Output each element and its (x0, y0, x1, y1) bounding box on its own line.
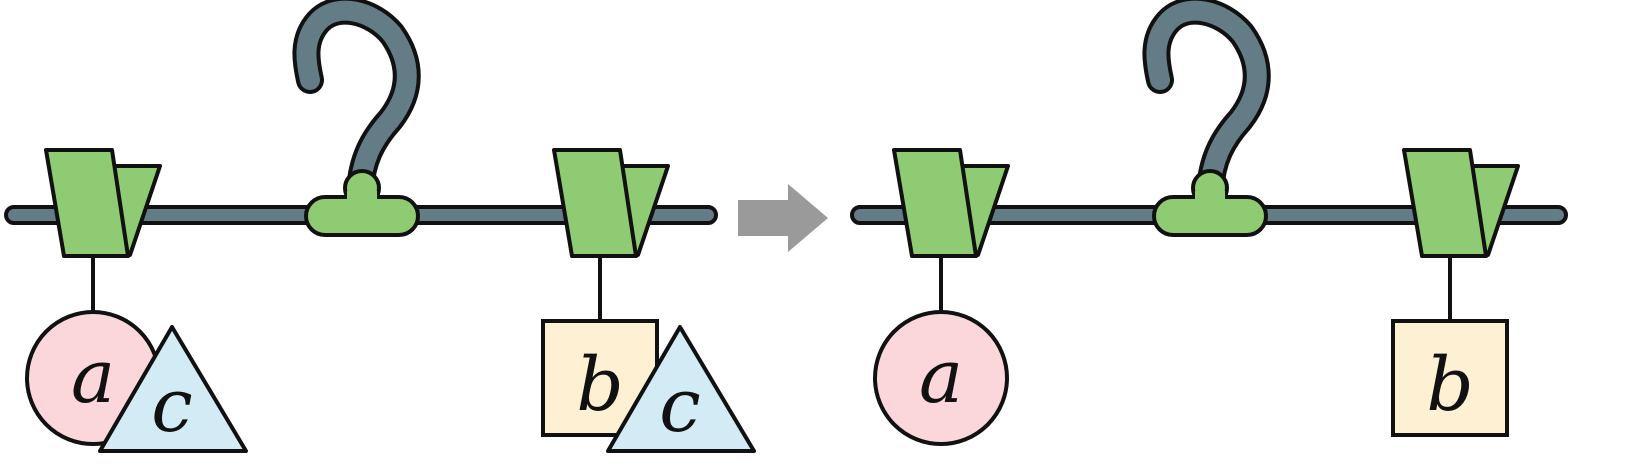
clip-icon-left-1 (44, 148, 162, 258)
triangle-c-left (98, 325, 248, 453)
label-c-before-1: c (151, 363, 192, 449)
clip-icon-right-2 (1402, 148, 1520, 258)
circle-a-after (873, 310, 1009, 446)
triangle-c-right (606, 325, 756, 453)
label-c-before-2: c (659, 363, 700, 449)
clip-icon-right-1 (892, 148, 1010, 258)
clip-icon-left-2 (552, 148, 670, 258)
label-a-after: a (919, 334, 963, 420)
hanger-center-icon-after (1152, 169, 1268, 237)
hanger-center-icon (304, 169, 420, 237)
panel-before: a c b c (4, 0, 756, 453)
label-a-before: a (71, 334, 115, 420)
arrow-right-icon (738, 184, 828, 252)
panel-after: a b (850, 0, 1568, 446)
label-b-before: b (576, 342, 623, 428)
square-b-after (1391, 319, 1509, 437)
label-b-after: b (1426, 342, 1473, 428)
